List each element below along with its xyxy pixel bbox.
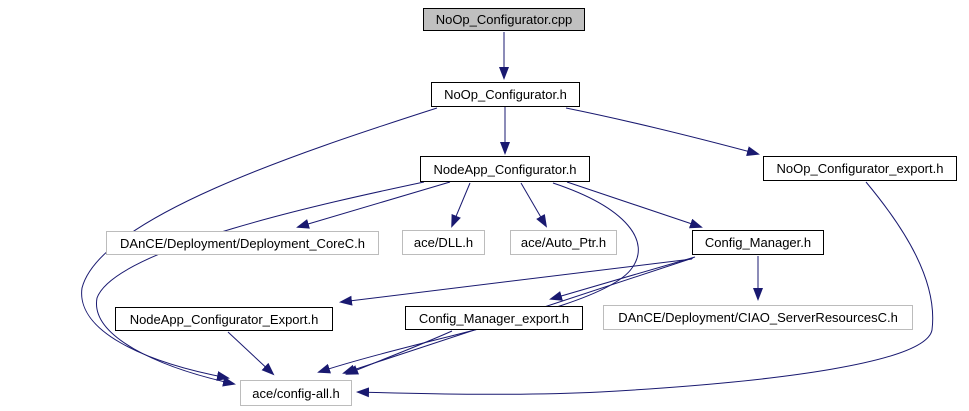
graph-node-noop-configurator-cpp: NoOp_Configurator.cpp — [423, 8, 585, 31]
edge-nodeapp-configurator-h-to-ace-config-all-h — [317, 182, 639, 374]
node-label: DAnCE/Deployment/CIAO_ServerResourcesC.h — [618, 310, 898, 325]
node-label: NoOp_Configurator_export.h — [776, 161, 944, 176]
edge-nodeapp-configurator-h-to-config-manager-h — [566, 181, 703, 229]
edge-noop-configurator-h-to-noop-configurator-export-h — [565, 107, 760, 156]
node-label: ace/Auto_Ptr.h — [520, 235, 607, 250]
edge-nodeapp-configurator-export-h-to-ace-config-all-h — [227, 331, 275, 376]
edge-nodeapp-configurator-h-to-ace-auto-ptr-h — [520, 182, 548, 228]
edge-config-manager-h-to-nodeapp-configurator-export-h — [339, 258, 693, 306]
node-label: ace/config-all.h — [252, 385, 340, 401]
graph-node-ciao-serverresourcesc-h: DAnCE/Deployment/CIAO_ServerResourcesC.h — [603, 305, 913, 330]
node-label: NodeApp_Configurator.h — [433, 161, 577, 177]
edge-nodeapp-configurator-h-to-ace-dll-h — [451, 182, 471, 228]
graph-node-noop-configurator-export-h[interactable]: NoOp_Configurator_export.h — [763, 156, 957, 181]
edge-nodeapp-configurator-h-to-deployment-corec-h — [296, 181, 451, 229]
node-label: NoOp_Configurator.h — [444, 87, 567, 102]
node-label: DAnCE/Deployment/Deployment_CoreC.h — [120, 235, 365, 251]
node-label: Config_Manager.h — [704, 235, 812, 250]
graph-node-nodeapp-configurator-h[interactable]: NodeApp_Configurator.h — [420, 156, 590, 182]
graph-node-ace-dll-h: ace/DLL.h — [402, 230, 485, 255]
graph-node-deployment-corec-h: DAnCE/Deployment/Deployment_CoreC.h — [106, 231, 379, 255]
node-label: Config_Manager_export.h — [418, 310, 570, 326]
node-label: NoOp_Configurator.cpp — [435, 12, 573, 27]
edge-config-manager-h-to-config-manager-export-h — [549, 256, 696, 301]
edge-noop-configurator-export-h-to-ace-config-all-h — [356, 181, 934, 398]
graph-node-ace-config-all-h: ace/config-all.h — [240, 380, 352, 406]
edge-nodeapp-configurator-h-to-ace-config-all-h — [96, 181, 425, 387]
graph-node-nodeapp-configurator-export-h[interactable]: NodeApp_Configurator_Export.h — [115, 307, 333, 331]
graph-node-config-manager-export-h[interactable]: Config_Manager_export.h — [405, 306, 583, 330]
edge-config-manager-export-h-to-ace-config-all-h — [345, 330, 453, 375]
graph-node-config-manager-h[interactable]: Config_Manager.h — [692, 230, 824, 255]
node-label: ace/DLL.h — [413, 235, 474, 250]
graph-node-noop-configurator-h[interactable]: NoOp_Configurator.h — [431, 82, 580, 107]
graph-node-ace-auto-ptr-h: ace/Auto_Ptr.h — [510, 230, 617, 255]
node-label: NodeApp_Configurator_Export.h — [129, 311, 319, 327]
edges-group — [81, 32, 934, 398]
